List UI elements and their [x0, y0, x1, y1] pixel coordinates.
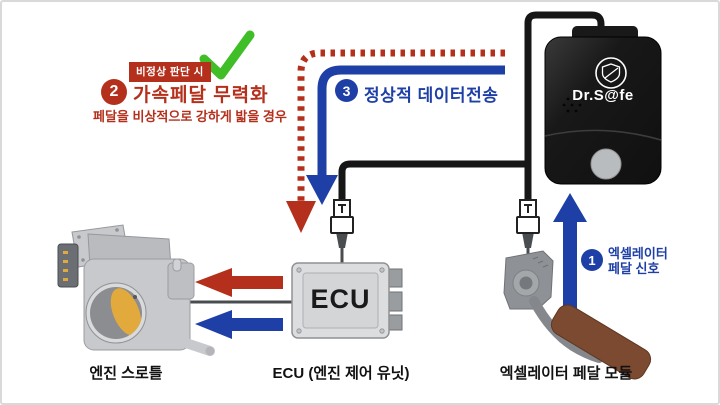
step-2-subtitle: 페달을 비상적으로 강하게 밟을 경우	[93, 109, 287, 124]
ecu-connector-plug	[330, 199, 354, 266]
check-icon	[199, 30, 255, 80]
device-brand-label: Dr.S@fe	[572, 87, 634, 104]
ecu-box-label: ECU	[310, 284, 371, 314]
step-3-number: 3	[335, 79, 358, 102]
ecu-throttle-arrows	[180, 268, 294, 339]
blue-down-arrowhead-icon	[306, 175, 338, 205]
throttle-valve-plate	[110, 288, 142, 336]
throttle-connector	[57, 243, 79, 288]
device-seam	[544, 129, 662, 141]
pedal-signal-up-arrow-icon	[553, 193, 587, 322]
throttle-body-illustration	[57, 224, 215, 356]
step-2-number: 2	[101, 79, 127, 105]
caption-pedal-module: 엑셀레이터 페달 모듈	[499, 365, 633, 382]
device-cables	[338, 11, 605, 206]
blue-data-path	[317, 65, 505, 177]
pedal-pad	[550, 304, 652, 380]
device-button	[590, 148, 622, 180]
pedal-module-illustration	[503, 250, 652, 380]
cable-device-to-pedal	[524, 11, 605, 206]
red-dashed-arrow	[286, 49, 505, 233]
blue-left-arrow-icon	[195, 310, 283, 339]
caption-ecu-unit: ECU (엔진 제어 유닛)	[272, 365, 410, 382]
red-dashed-path	[297, 49, 505, 202]
step-2-title: 가속페달 무력화	[133, 85, 269, 106]
step-1-number: 1	[581, 249, 603, 271]
shield-logo-icon	[595, 57, 627, 89]
drsafe-device-illustration	[544, 26, 662, 185]
pedal-connector-plug	[516, 199, 540, 264]
ecu-box-illustration	[291, 262, 403, 339]
red-down-arrowhead-icon	[286, 201, 316, 233]
cable-branch-to-ecu	[338, 160, 532, 206]
red-left-arrow-icon	[195, 268, 283, 297]
caption-engine-throttle: 엔진 스로틀	[89, 365, 163, 382]
speaker-holes	[562, 97, 586, 113]
abnormal-judgement-badge: 비정상 판단 시	[129, 62, 211, 82]
step-1-label: 엑셀레이터 페달 신호	[608, 246, 668, 276]
blue-data-arrow	[306, 65, 505, 205]
step-3-title: 정상적 데이터전송	[364, 86, 499, 105]
